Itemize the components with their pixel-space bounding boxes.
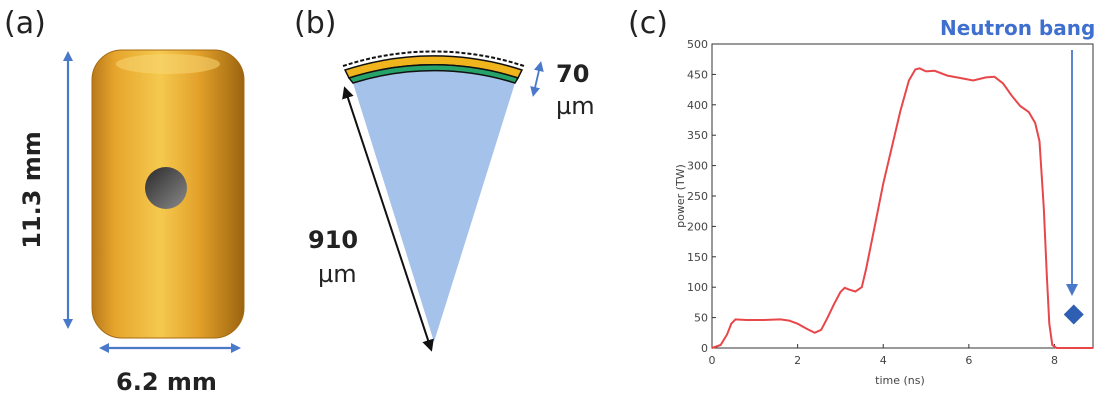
x-tick-label: 0 — [709, 354, 716, 367]
y-tick-label: 350 — [687, 129, 708, 142]
thickness-arrow — [530, 61, 544, 97]
y-axis: 0 50 100 150 200 250 300 350 400 450 500 — [687, 38, 716, 355]
power-curve — [711, 67, 1093, 349]
panel-b-label: (b) — [294, 6, 337, 41]
y-axis-label: power (TW) — [674, 164, 687, 228]
y-tick-label: 500 — [687, 38, 708, 51]
x-tick-label: 4 — [880, 354, 887, 367]
y-tick-label: 250 — [687, 190, 708, 203]
hohlraum-top-highlight — [116, 54, 220, 74]
panel-c-label: (c) — [628, 6, 668, 41]
y-tick-label: 200 — [687, 220, 708, 233]
y-tick-label: 150 — [687, 251, 708, 264]
x-tick-label: 8 — [1051, 354, 1058, 367]
laser-entrance-hole — [145, 167, 187, 209]
shell-outer-edge — [342, 50, 525, 67]
x-axis: 0 2 4 6 8 — [709, 344, 1058, 367]
radius-arrow — [342, 86, 434, 352]
y-tick-label: 50 — [694, 312, 708, 325]
fuel-wedge — [353, 70, 515, 342]
shell-thickness-label-unit: µm — [556, 92, 595, 120]
y-tick-label: 0 — [701, 342, 708, 355]
power-chart: 0 50 100 150 200 250 300 350 400 450 500 0 2 4 6 8 tim… — [674, 38, 1094, 387]
plot-frame — [711, 43, 1094, 349]
x-tick-label: 6 — [965, 354, 972, 367]
shell-thickness-label-value: 70 — [556, 60, 590, 88]
panel-a-label: (a) — [4, 6, 46, 41]
y-tick-label: 450 — [687, 68, 708, 81]
x-tick-label: 2 — [794, 354, 801, 367]
bang-time-marker — [1063, 304, 1084, 325]
y-tick-label: 300 — [687, 160, 708, 173]
ice-layer — [347, 64, 520, 84]
y-tick-label: 400 — [687, 99, 708, 112]
hohlraum-width-label: 6.2 mm — [116, 368, 217, 396]
x-axis-label: time (ns) — [875, 374, 925, 387]
neutron-bang-time-label: Neutron bang time — [940, 16, 1099, 40]
y-tick-label: 100 — [687, 281, 708, 294]
